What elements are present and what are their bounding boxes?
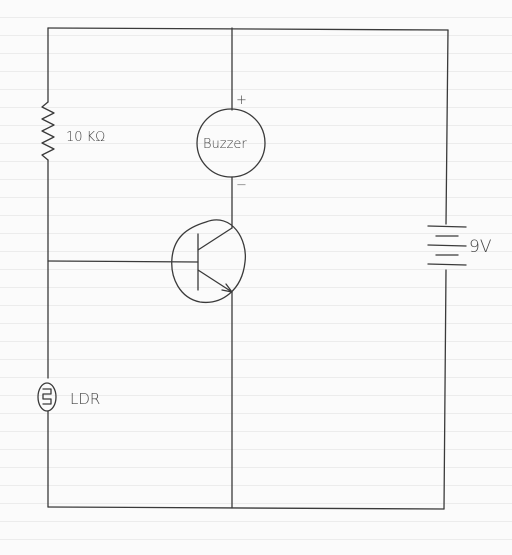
ldr-symbol — [37, 382, 57, 412]
wire-right-lower — [443, 269, 447, 510]
wire-right-upper — [445, 29, 449, 225]
wire-top — [47, 27, 449, 31]
buzzer — [196, 108, 266, 178]
npn-transistor — [171, 219, 246, 303]
wire-base — [47, 260, 199, 263]
buzzer-label: Buzzer — [203, 137, 247, 152]
battery-label: 9V — [469, 237, 492, 257]
resistor-label: 10 KΩ — [66, 130, 105, 145]
wire-bottom — [47, 506, 445, 510]
buzzer-plus-label: + — [236, 93, 247, 108]
buzzer-minus-label: − — [236, 178, 247, 193]
battery-symbol — [427, 225, 467, 266]
ldr-label: LDR — [70, 390, 100, 408]
resistor-10k — [41, 101, 55, 161]
